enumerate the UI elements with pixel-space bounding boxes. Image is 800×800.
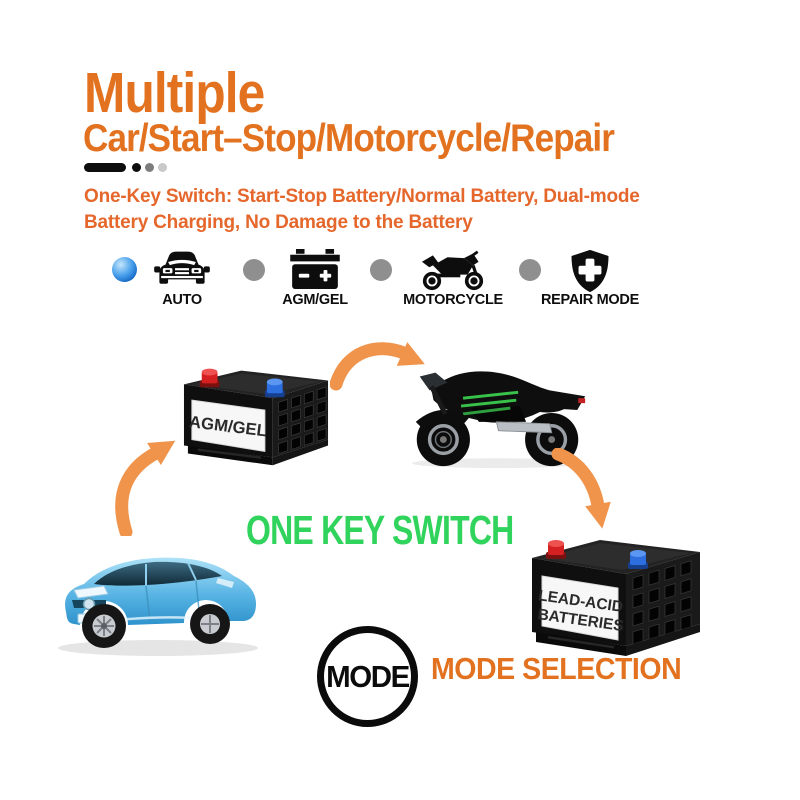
- separator-bar: [84, 163, 126, 172]
- page-title: Multiple: [84, 61, 265, 125]
- one-key-switch-caption: ONE KEY SWITCH: [246, 507, 514, 553]
- car-image: [50, 528, 265, 665]
- blue-terminal: [628, 550, 648, 569]
- mode-item-agm-gel: AGM/GEL: [270, 249, 360, 308]
- mode-item-label: AUTO: [162, 292, 202, 308]
- mode-button: MODE: [317, 626, 418, 727]
- mode-button-label: MODE: [326, 658, 410, 694]
- red-terminal: [546, 540, 566, 559]
- motorcycle-image: [402, 352, 594, 477]
- arrow-up-icon: [112, 432, 196, 541]
- feature-description: One-Key Switch: Start-Stop Battery/Norma…: [84, 186, 640, 233]
- arrow-right-icon: [329, 338, 428, 405]
- page-subtitle: Car/Start–Stop/Motorcycle/Repair: [83, 117, 615, 160]
- shield-plus-icon: [532, 249, 648, 293]
- arrow-down-icon: [548, 447, 620, 545]
- separator-dot: [132, 163, 141, 172]
- mode-item-label: AGM/GEL: [282, 292, 348, 308]
- indicator-dot: [243, 259, 265, 281]
- motorcycle-icon: [398, 249, 508, 291]
- agm-battery-image: AGM/GEL: [182, 356, 330, 475]
- mode-item-label: REPAIR MODE: [541, 292, 639, 308]
- mode-item-label: MOTORCYCLE: [403, 292, 503, 308]
- blue-terminal: [264, 378, 285, 398]
- mode-item-auto: AUTO: [142, 249, 222, 308]
- indicator-dot: [519, 259, 541, 281]
- lead-acid-battery-image: LEAD-ACID BATTERIES: [530, 524, 702, 667]
- indicator-dot: [370, 259, 392, 281]
- separator-dot: [158, 163, 167, 172]
- red-terminal: [199, 368, 220, 388]
- mode-item-motorcycle: MOTORCYCLE: [398, 249, 508, 308]
- active-indicator-dot: [112, 257, 137, 282]
- mode-item-repair: REPAIR MODE: [532, 249, 648, 308]
- mode-selection-caption: MODE SELECTION: [431, 651, 682, 686]
- battery-icon: [270, 249, 360, 291]
- separator-dot: [145, 163, 154, 172]
- car-front-icon: [142, 249, 222, 291]
